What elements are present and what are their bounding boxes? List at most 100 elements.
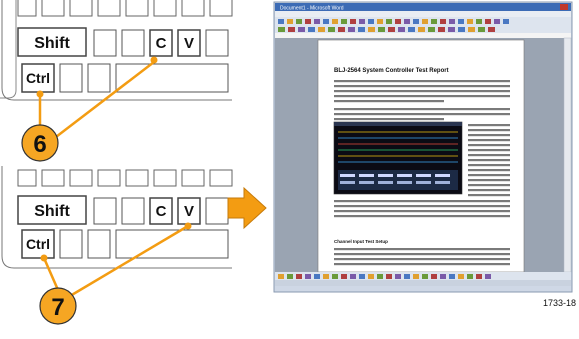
drawing-toolbar-icon <box>422 274 428 279</box>
key-blank <box>87 63 111 93</box>
drawing-toolbar-icon <box>449 274 455 279</box>
text-line <box>334 258 510 261</box>
text-line <box>468 134 510 137</box>
text-line <box>334 253 510 256</box>
key-bottom-row-1 <box>17 169 37 187</box>
step-6-dot-c <box>150 56 158 64</box>
step-7-callout: 7 <box>39 287 77 325</box>
step-7-dot-ctrl <box>40 254 48 262</box>
toolbar-icon <box>503 19 509 24</box>
v-key-top-label: V <box>184 35 194 52</box>
toolbar-icon <box>305 19 311 24</box>
text-line <box>334 100 444 103</box>
text-line <box>468 194 510 197</box>
scope-readout-cell <box>359 181 374 184</box>
toolbar-icon <box>398 27 405 32</box>
step-7-number: 7 <box>51 294 64 321</box>
key-blank <box>59 63 83 93</box>
text-line <box>468 139 510 142</box>
key-blank <box>59 229 83 259</box>
text-line <box>334 210 510 213</box>
c-key-top-label: C <box>156 35 167 52</box>
toolbar-icon <box>338 27 345 32</box>
key-blank <box>93 29 117 57</box>
text-line <box>468 124 510 127</box>
toolbar-icon <box>468 27 475 32</box>
drawing-toolbar-icon <box>323 274 329 279</box>
word-status-bar <box>275 280 571 286</box>
keyboard-bottom: Shift C V Ctrl <box>1 166 233 269</box>
toolbar-icon <box>368 19 374 24</box>
section-heading: Channel Input Test Setup <box>334 239 388 244</box>
toolbar-icon <box>476 19 482 24</box>
scope-readout-cell <box>378 181 393 184</box>
text-line <box>468 189 510 192</box>
text-line <box>468 184 510 187</box>
ctrl-key-top-label: Ctrl <box>26 70 50 86</box>
toolbar-icon <box>288 27 295 32</box>
drawing-toolbar-icon <box>413 274 419 279</box>
drawing-toolbar-icon <box>440 274 446 279</box>
key-bottom-row-8 <box>209 169 233 187</box>
ctrl-key-bottom <box>21 229 55 259</box>
shift-key-top-label: Shift <box>34 35 70 52</box>
step-7-leaders <box>42 224 189 298</box>
toolbar-icon <box>308 27 315 32</box>
drawing-toolbar-icon <box>341 274 347 279</box>
step-6-dot-ctrl <box>36 90 44 98</box>
key-bottom-row-5 <box>125 169 149 187</box>
drawing-toolbar-icon <box>287 274 293 279</box>
text-line <box>334 263 510 266</box>
toolbar-icon <box>332 19 338 24</box>
toolbar-icon <box>359 19 365 24</box>
drawing-toolbar-icon <box>458 274 464 279</box>
toolbar-icon <box>431 19 437 24</box>
text-line <box>468 129 510 132</box>
drawing-toolbar-icon <box>386 274 392 279</box>
drawing-toolbar-icon <box>476 274 482 279</box>
key-bottom-row-7 <box>181 169 205 187</box>
drawing-toolbar-icon <box>431 274 437 279</box>
text-line <box>334 248 510 251</box>
key-bottom-row-4 <box>97 169 121 187</box>
toolbar-icon <box>449 19 455 24</box>
ctrl-key-top <box>21 63 55 93</box>
v-key-bottom-label: V <box>184 203 194 220</box>
key-blank <box>93 197 117 225</box>
drawing-toolbar-icon <box>350 274 356 279</box>
scope-readout-cell <box>416 174 431 177</box>
step-6-callout: 6 <box>21 124 59 162</box>
key-top-row-5 <box>125 0 149 17</box>
drawing-toolbar-icon <box>305 274 311 279</box>
drawing-toolbar-icon <box>359 274 365 279</box>
key-top-row-8 <box>209 0 233 17</box>
toolbar-icon <box>341 19 347 24</box>
drawing-toolbar-icon <box>278 274 284 279</box>
toolbar-icon <box>318 27 325 32</box>
drawing-toolbar-icon <box>395 274 401 279</box>
word-title-bar <box>275 3 571 11</box>
keyboard-bottom-edge <box>1 166 232 269</box>
toolbar-icon <box>328 27 335 32</box>
keyboard-top-frame <box>0 0 17 99</box>
key-top-row-3 <box>69 0 93 17</box>
toolbar-icon <box>408 27 415 32</box>
text-line <box>468 149 510 152</box>
toolbar-icon <box>494 19 500 24</box>
keyboard-top-edge <box>1 0 232 101</box>
text-line <box>334 118 444 121</box>
key-bottom-row-2 <box>41 169 65 187</box>
scope-readout-cell <box>435 181 450 184</box>
shift-key-bottom <box>17 195 87 225</box>
scope-readout-cell <box>340 174 355 177</box>
toolbar-icon <box>388 27 395 32</box>
text-line <box>334 200 510 203</box>
text-line <box>468 144 510 147</box>
scope-readout-panel <box>338 170 458 190</box>
shift-key-bottom-label: Shift <box>34 203 70 220</box>
toolbar-icon <box>278 19 284 24</box>
toolbar-icon <box>395 19 401 24</box>
text-line <box>468 159 510 162</box>
key-blank <box>121 29 145 57</box>
